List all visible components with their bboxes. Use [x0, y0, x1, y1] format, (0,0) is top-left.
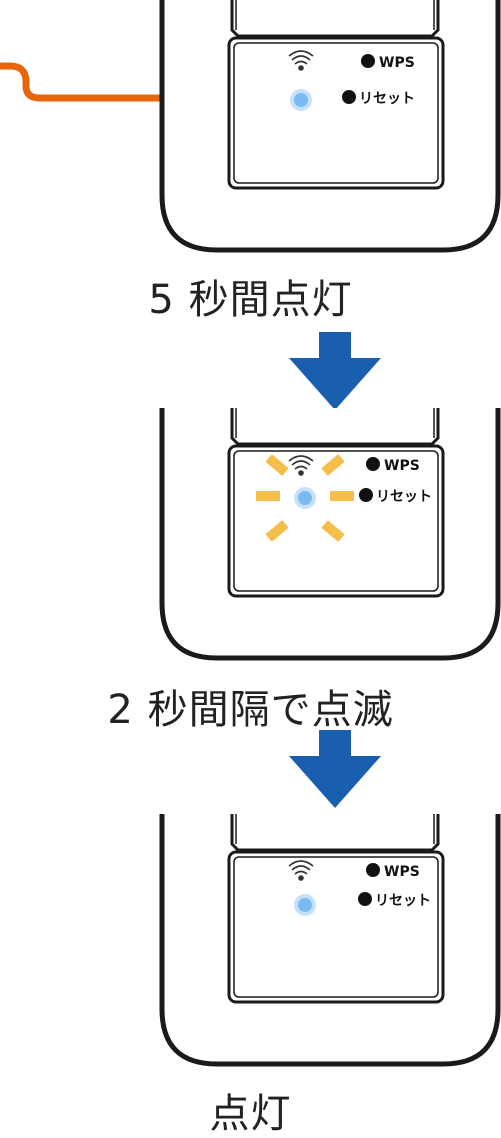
wps-label: WPS — [384, 864, 420, 880]
step-1-caption: 5 秒間点灯 — [148, 277, 353, 323]
wifi-icon — [288, 50, 314, 71]
step-2-caption: 2 秒間隔で点滅 — [107, 687, 394, 733]
blink-rays — [256, 454, 354, 542]
down-arrow-1 — [289, 332, 381, 410]
reset-button — [359, 488, 373, 502]
reset-button — [358, 892, 372, 906]
wps-label: WPS — [384, 458, 420, 474]
device-step-2: WPS リセット — [159, 408, 501, 661]
wifi-icon — [288, 455, 314, 476]
wps-button — [366, 457, 380, 471]
device-step-3: WPS リセット — [159, 814, 501, 1067]
wifi-icon — [288, 860, 314, 881]
down-arrow-2 — [289, 730, 381, 808]
reset-label: リセット — [359, 91, 415, 107]
device-step-1: WPS リセット — [159, 0, 501, 253]
reset-label: リセット — [375, 893, 431, 909]
wps-label: WPS — [379, 55, 415, 71]
reset-label: リセット — [376, 489, 432, 505]
reset-button — [342, 90, 356, 104]
step-3-caption: 点灯 — [209, 1091, 292, 1137]
wps-button — [361, 54, 375, 68]
wps-button — [366, 863, 380, 877]
